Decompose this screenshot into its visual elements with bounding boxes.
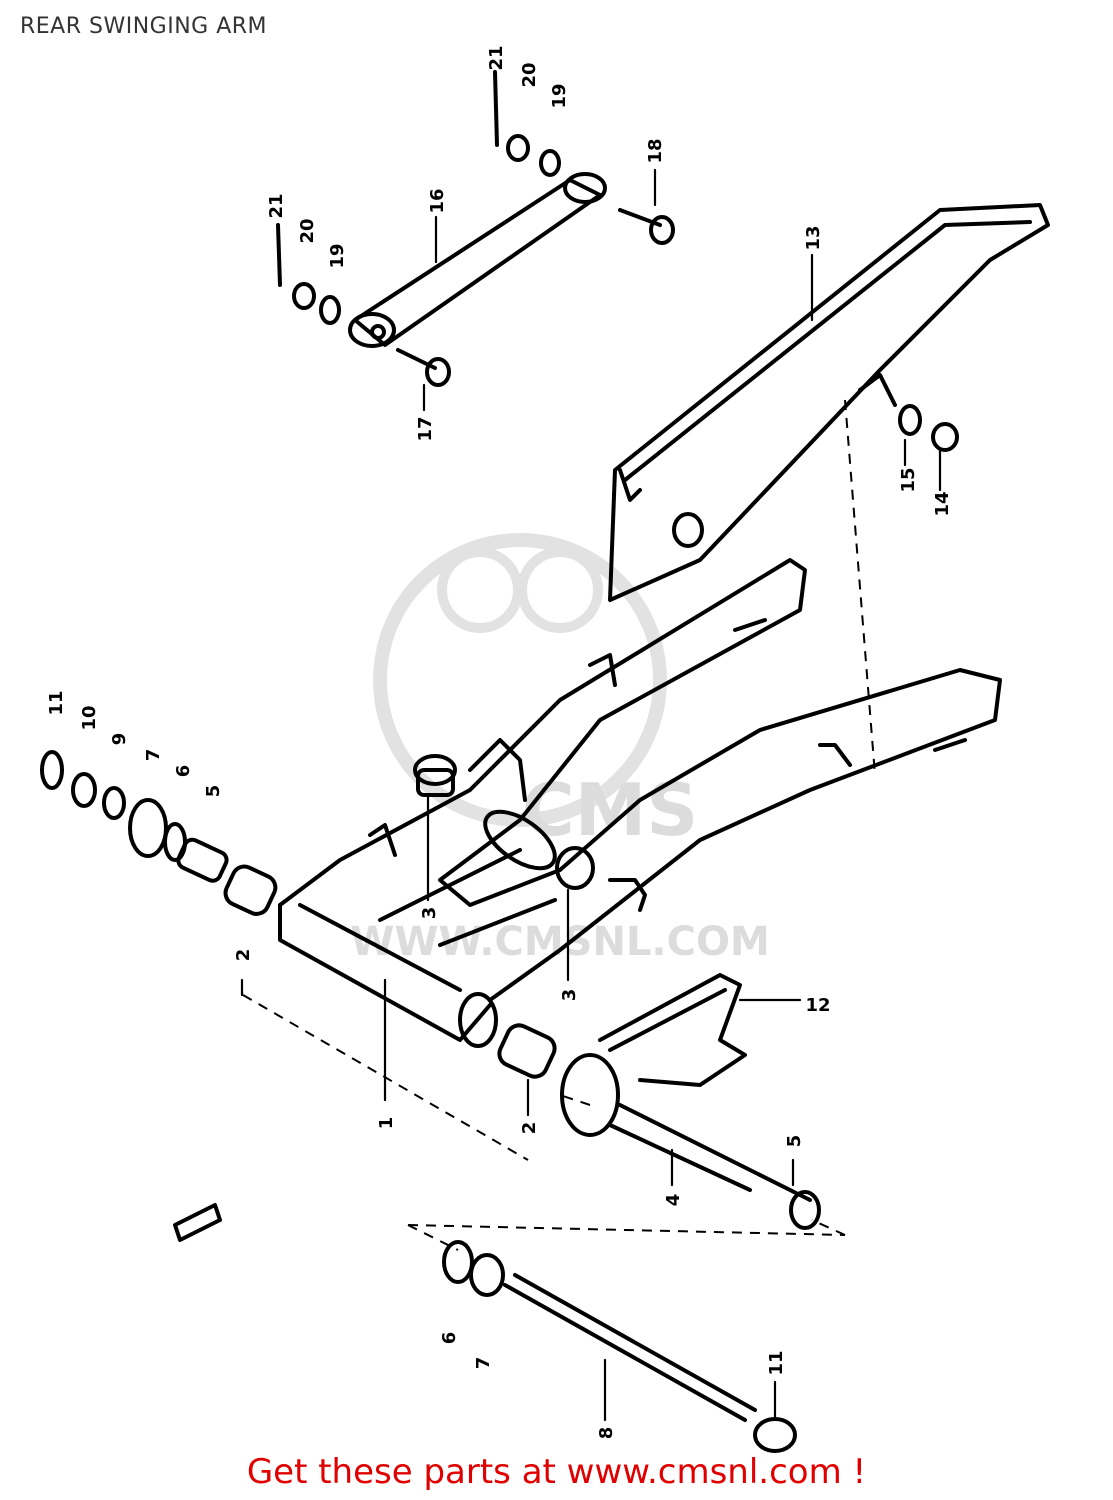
- callout-1: 1: [376, 1117, 397, 1130]
- bolt-17: [396, 348, 451, 387]
- callout-6-lower: 6: [439, 1332, 460, 1345]
- washer-10: [71, 772, 97, 808]
- callout-9: 9: [109, 733, 130, 746]
- chain-buffer-12: [560, 973, 747, 1137]
- callout-19-lower: 19: [327, 243, 348, 268]
- bolt-14: [931, 422, 959, 452]
- callout-8: 8: [596, 1427, 617, 1440]
- nut-20-upper: [506, 134, 530, 162]
- pivot-bolt-8: [503, 1273, 757, 1422]
- swing-arm-1: [278, 558, 1002, 1048]
- callout-6-left: 6: [173, 765, 194, 778]
- callout-2-right: 2: [519, 1122, 540, 1135]
- diagram-title: REAR SWINGING ARM: [20, 14, 268, 39]
- callout-18: 18: [645, 138, 666, 163]
- bearing-2-right: [497, 1023, 557, 1079]
- nut-20-lower: [292, 282, 316, 310]
- callout-20-upper: 20: [519, 62, 540, 87]
- callout-19-upper: 19: [549, 83, 570, 108]
- callout-10: 10: [79, 705, 100, 730]
- chain-case-13: [608, 203, 1050, 602]
- spacer-5-left: [176, 837, 229, 883]
- callout-21-lower: 21: [266, 193, 287, 218]
- callout-7-lower: 7: [473, 1357, 494, 1370]
- callout-5-right: 5: [784, 1135, 805, 1148]
- callout-12: 12: [805, 995, 830, 1016]
- washer-19-upper: [539, 149, 561, 177]
- callout-11-lower: 11: [766, 1350, 787, 1375]
- callout-2-left: 2: [233, 949, 254, 962]
- callout-21-upper: 21: [486, 45, 507, 70]
- bolt-18: [618, 208, 675, 245]
- callout-16: 16: [427, 188, 448, 213]
- callout-14: 14: [932, 491, 953, 516]
- callout-3-upper: 3: [419, 907, 440, 920]
- seal-7-left: [128, 798, 168, 858]
- front-arrow-mark: [173, 1203, 222, 1242]
- watermark-site: WWW.CMSNL.COM: [350, 919, 770, 965]
- callout-20-lower: 20: [297, 218, 318, 243]
- callout-4: 4: [663, 1194, 684, 1207]
- spacer-shaft-4: [608, 1103, 762, 1192]
- nut-11-lower: [753, 1417, 797, 1453]
- washer-6-lower: [442, 1240, 474, 1284]
- seal-7-lower: [469, 1253, 505, 1297]
- get-parts-link[interactable]: Get these parts at www.cmsnl.com !: [246, 1452, 867, 1492]
- bushing-3-lower: [555, 846, 595, 890]
- bushing-3-upper: [413, 754, 457, 797]
- callout-15: 15: [898, 467, 919, 492]
- washer-19-lower: [319, 295, 341, 325]
- cotter-pin-21-upper: [493, 70, 499, 147]
- callout-17: 17: [415, 416, 436, 441]
- callout-3-lower: 3: [559, 989, 580, 1002]
- callout-5-left: 5: [203, 785, 224, 798]
- callout-11-left: 11: [46, 690, 67, 715]
- spacer-5-right: [758, 1173, 821, 1230]
- bearing-2-left: [223, 864, 278, 916]
- callouts: 21 20 19 18 16 21 20 19 13 17 15 14 11 1…: [46, 45, 953, 1439]
- torque-link-16: [348, 172, 607, 348]
- washer-9: [102, 786, 126, 820]
- callout-7-left: 7: [143, 749, 164, 762]
- nut-11-left: [40, 750, 64, 790]
- callout-13: 13: [803, 225, 824, 250]
- cotter-pin-21-lower: [276, 223, 282, 287]
- leader-lines: [240, 70, 942, 1422]
- washer-15: [898, 404, 922, 436]
